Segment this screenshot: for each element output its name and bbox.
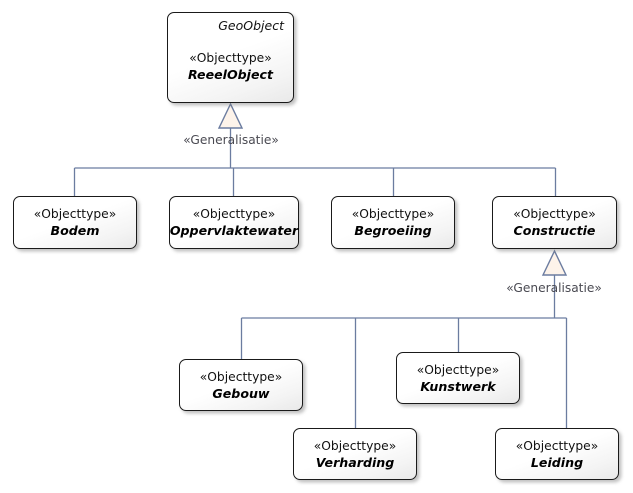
class-box-leiding[interactable]: «Objecttype» Leiding bbox=[495, 428, 619, 480]
stereotype-label: «Objecttype» bbox=[313, 438, 397, 453]
class-name-label: Oppervlaktewater bbox=[169, 223, 299, 238]
generalisation-edge-constructie bbox=[240, 275, 568, 428]
stereotype-label: «Objecttype» bbox=[513, 207, 596, 221]
class-box-verharding[interactable]: «Objecttype» Verharding bbox=[293, 428, 417, 480]
package-label-geoobject: GeoObject bbox=[218, 18, 284, 33]
class-name-label: Leiding bbox=[530, 454, 584, 470]
class-box-begroeiing[interactable]: «Objecttype» Begroeiing bbox=[331, 196, 455, 249]
stereotype-label: «Objecttype» bbox=[189, 51, 272, 65]
stereotype-label: «Objecttype» bbox=[192, 207, 276, 221]
stereotype-label: «Objecttype» bbox=[351, 207, 435, 221]
class-name-label: Kunstwerk bbox=[420, 378, 496, 394]
class-name-label: ReeelObject bbox=[187, 67, 274, 82]
class-box-oppervlaktewater[interactable]: «Objecttype» Oppervlaktewater bbox=[169, 196, 299, 249]
generalisation-label-reeelobject: «Generalisatie» bbox=[183, 133, 279, 147]
class-box-constructie[interactable]: «Objecttype» Constructie bbox=[492, 196, 617, 249]
generalisation-edge-reeelobject bbox=[73, 128, 557, 196]
generalisation-label-constructie: «Generalisatie» bbox=[506, 281, 602, 295]
class-name-label: Gebouw bbox=[212, 385, 270, 401]
generalisation-arrowhead-1 bbox=[217, 102, 244, 129]
class-name-label: Constructie bbox=[513, 223, 596, 238]
stereotype-label: «Objecttype» bbox=[33, 207, 117, 221]
class-name-label: Verharding bbox=[315, 454, 395, 470]
stereotype-label: «Objecttype» bbox=[515, 438, 599, 453]
class-box-reeelobject[interactable]: GeoObject «Objecttype» ReeelObject bbox=[167, 12, 294, 103]
class-box-gebouw[interactable]: «Objecttype» Gebouw bbox=[179, 359, 303, 411]
generalisation-arrowhead-2 bbox=[541, 249, 568, 276]
class-box-bodem[interactable]: «Objecttype» Bodem bbox=[13, 196, 137, 249]
stereotype-label: «Objecttype» bbox=[199, 369, 283, 384]
class-name-label: Bodem bbox=[50, 223, 100, 238]
class-name-label: Begroeiing bbox=[354, 223, 432, 238]
stereotype-label: «Objecttype» bbox=[416, 362, 500, 377]
class-box-body: «Objecttype» ReeelObject bbox=[168, 33, 293, 102]
class-box-kunstwerk[interactable]: «Objecttype» Kunstwerk bbox=[396, 352, 520, 404]
